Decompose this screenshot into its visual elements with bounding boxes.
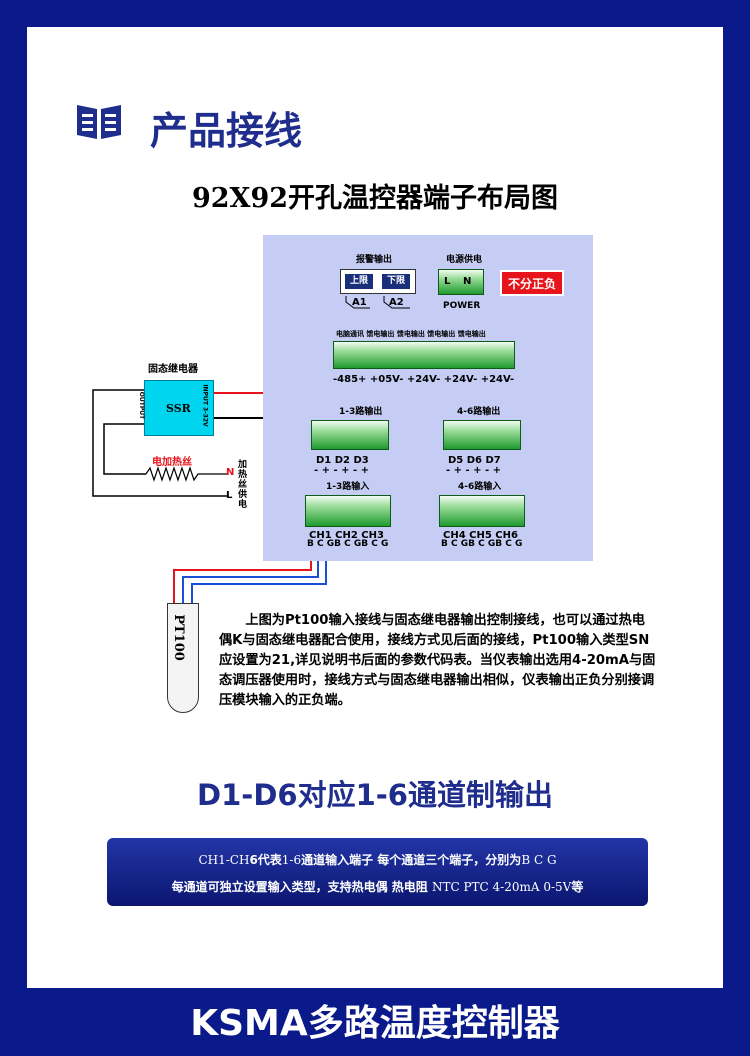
alarm-terminal-block <box>340 269 416 294</box>
input-1-3-terminals <box>305 495 391 527</box>
output-d-left-labels: D1 D2 D3 <box>316 455 369 466</box>
diagram-subtitle: 92X92开孔温控器端子布局图 <box>191 183 559 214</box>
output-4-6-label: 4-6路输出 <box>457 407 501 417</box>
a1-label: A1 <box>352 297 367 308</box>
alarm-bracket <box>345 296 410 309</box>
output-d-right-labels: D5 D6 D7 <box>448 455 501 466</box>
output-pm-left: - + - + - + <box>314 465 369 476</box>
channel-info-box: CH1-CH6代表1-6通道输入端子 每个通道三个端子，分别为B C G 每通道… <box>107 838 648 906</box>
feed-output-terminals <box>333 341 515 369</box>
ch-left-labels: CH1 CH2 CH3 <box>309 530 384 541</box>
input-4-6-label: 4-6路输入 <box>458 482 502 492</box>
a2-label: A2 <box>389 297 404 308</box>
power-terminal <box>438 269 484 295</box>
input-4-6-terminals <box>439 495 525 527</box>
heater-l-label: L <box>226 490 233 501</box>
pt100-label: PT100 <box>170 614 186 661</box>
d-channel-title: D1-D6对应1-6通道制输出 <box>197 778 553 812</box>
bcg-left-labels: B C GB C GB C G <box>307 539 389 549</box>
section-title: 产品接线 <box>150 109 303 153</box>
wiring-description: 上图为Pt100输入接线与固态继电器输出控制接线，也可以通过热电偶K与固态继电器… <box>219 613 656 708</box>
ch-right-labels: CH4 CH5 CH6 <box>443 530 518 541</box>
channel-info-line-2: 每通道可独立设置输入类型，支持热电偶 热电阻 NTC PTC 4-20mA 0-… <box>171 880 584 894</box>
heater-n-label: N <box>226 467 235 478</box>
output-pm-right: - + - + - + <box>446 465 501 476</box>
ssr-output-label: OUTPUT <box>138 391 146 420</box>
power-l-label: L <box>444 276 451 287</box>
heater-label: 电加热丝 <box>152 457 192 468</box>
input-1-3-label: 1-3路输入 <box>326 482 370 492</box>
heater-supply-label: 加热丝供电 <box>238 460 248 510</box>
lower-limit-terminal: 下限 <box>382 274 410 289</box>
feed-output-signs: -485+ +05V- +24V- +24V- +24V- <box>333 374 515 385</box>
power-n-label: N <box>463 276 472 287</box>
channel-info-line-1: CH1-CH6代表1-6通道输入端子 每个通道三个端子，分别为B C G <box>198 853 557 867</box>
power-label: POWER <box>443 301 481 311</box>
book-icon <box>77 105 121 139</box>
ssr-name: SSR <box>166 402 191 415</box>
ssr-input-label: INPUT 3-32V <box>201 384 209 427</box>
output-4-6-terminals <box>443 420 521 450</box>
ssr-title: 固态继电器 <box>148 364 198 375</box>
bcg-right-labels: B C GB C GB C G <box>441 539 523 549</box>
alarm-output-label: 报警输出 <box>356 255 393 265</box>
output-1-3-terminals <box>311 420 389 450</box>
output-1-3-label: 1-3路输出 <box>339 407 383 417</box>
polarity-badge: 不分正负 <box>500 270 564 296</box>
power-supply-label: 电源供电 <box>446 255 483 265</box>
ssr-module <box>144 380 214 436</box>
upper-limit-terminal: 上限 <box>345 274 373 289</box>
pt100-sensor <box>167 603 199 713</box>
feed-output-labels: 电脑通讯 馈电输出 馈电输出 馈电输出 馈电输出 <box>336 330 486 338</box>
product-name-footer: KSMA多路温度控制器 <box>190 1003 560 1044</box>
